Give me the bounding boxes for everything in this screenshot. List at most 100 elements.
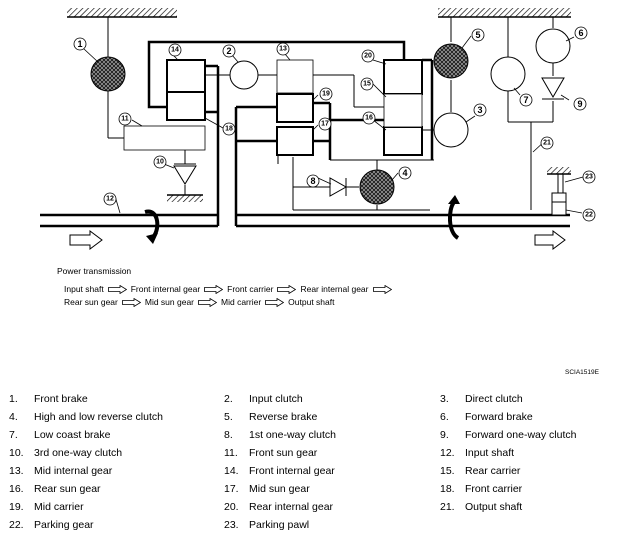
first-one-way-clutch: [329, 177, 348, 197]
callout-9: [573, 97, 587, 111]
pt-step-mid-sun-gear: Mid sun gear: [144, 297, 195, 307]
legend-label: Front sun gear: [249, 447, 318, 459]
legend-label: Parking gear: [34, 519, 94, 531]
flow-arrow-output: [534, 230, 566, 250]
arrow-right-icon: [198, 297, 218, 307]
callout-circles: [73, 26, 596, 222]
front-sun-gear: [123, 125, 206, 151]
callout-8-num: 8: [310, 176, 315, 186]
pt-step-output-shaft: Output shaft: [288, 297, 335, 307]
callout-13-num: 13: [279, 46, 287, 53]
mid-sun-gear: [276, 126, 314, 156]
callout-17: [318, 117, 332, 131]
callout-15: [360, 77, 374, 91]
callout-23: [582, 170, 596, 184]
callout-17-num: 17: [321, 121, 329, 128]
callout-19: [319, 87, 333, 101]
callout-14: [168, 43, 182, 57]
callout-3-num: 3: [477, 105, 482, 115]
legend-label: Parking pawl: [249, 519, 310, 531]
reverse-brake: [433, 43, 469, 79]
callout-7-num: 7: [523, 95, 528, 105]
callout-7: [519, 93, 533, 107]
forward-one-way-clutch: [541, 77, 565, 100]
legend-label: Front carrier: [465, 483, 523, 495]
input-shaft: [40, 213, 218, 228]
legend-label: Reverse brake: [249, 411, 318, 423]
legend-number: 23.: [224, 519, 239, 531]
power-transmission-title: Power transmission: [57, 266, 132, 276]
legend-label: Rear carrier: [465, 465, 521, 477]
legend-number: 17.: [224, 483, 239, 495]
legend-label: Input clutch: [249, 393, 303, 405]
callout-20: [361, 49, 375, 63]
rear-internal-gear: [383, 59, 423, 95]
callout-5: [471, 28, 485, 42]
legend-label: 1st one-way clutch: [249, 429, 336, 441]
legend-label: Mid internal gear: [34, 465, 113, 477]
legend-number: 16.: [9, 483, 24, 495]
callout-22-num: 22: [585, 212, 593, 219]
callout-13: [276, 42, 290, 56]
callout-20-num: 20: [364, 53, 372, 60]
callout-8: [306, 174, 320, 188]
callout-6-num: 6: [578, 28, 583, 38]
callout-1-num: 1: [77, 39, 82, 49]
legend-label: Mid sun gear: [249, 483, 310, 495]
legend-number: 10.: [9, 447, 24, 459]
power-transmission-line-1: Input shaft Front internal gear Front ca…: [64, 284, 396, 294]
callout-11: [118, 112, 132, 126]
callout-10-num: 10: [156, 159, 164, 166]
legend-label: Mid carrier: [34, 501, 84, 513]
callout-4: [398, 166, 412, 180]
front-internal-gear: [166, 59, 206, 93]
ground-parking: [547, 167, 571, 175]
pt-step-input-shaft: Input shaft: [64, 284, 104, 294]
ground-top-right: [438, 8, 571, 18]
figure-code: SCIA1519E: [565, 369, 599, 376]
legend-number: 14.: [224, 465, 239, 477]
legend-label: Low coast brake: [34, 429, 111, 441]
legend-number: 9.: [440, 429, 449, 441]
ground-top-left: [67, 8, 177, 18]
rotation-arrow-input: [144, 209, 160, 244]
arrow-right-icon: [204, 284, 224, 294]
callout-23-num: 23: [585, 174, 593, 181]
callout-21: [540, 136, 554, 150]
ground-bottom-left: [167, 194, 203, 202]
legend-label: Forward one-way clutch: [465, 429, 577, 441]
pt-step-front-internal-gear: Front internal gear: [130, 284, 201, 294]
parking-gear: [551, 192, 567, 216]
legend-number: 18.: [440, 483, 455, 495]
callout-21-num: 21: [543, 140, 551, 147]
callout-14-num: 14: [171, 47, 179, 54]
arrow-right-icon: [121, 297, 142, 307]
rear-carrier: [383, 93, 423, 128]
legend-number: 12.: [440, 447, 455, 459]
callout-3: [473, 103, 487, 117]
legend-label: Rear internal gear: [249, 501, 334, 513]
front-brake: [90, 56, 126, 92]
callout-2: [222, 44, 236, 58]
arrow-right-icon: [372, 284, 392, 294]
thin-links: [107, 17, 564, 211]
callout-12-num: 12: [106, 196, 114, 203]
legend-label: Front brake: [34, 393, 88, 405]
legend-number: 1.: [9, 393, 18, 405]
flow-arrow-input: [69, 230, 103, 250]
legend-number: 15.: [440, 465, 455, 477]
legend-number: 20.: [224, 501, 239, 513]
high-low-reverse-clutch: [359, 169, 395, 205]
forward-brake: [535, 28, 571, 64]
callout-10: [153, 155, 167, 169]
legend-number: 6.: [440, 411, 449, 423]
callout-11-num: 11: [121, 116, 129, 123]
legend-label: Front internal gear: [249, 465, 335, 477]
front-carrier: [166, 91, 206, 121]
output-shaft: [236, 213, 570, 228]
callout-18: [222, 122, 236, 136]
legend-number: 5.: [224, 411, 233, 423]
rotation-arrow-output: [447, 195, 460, 240]
legend-number: 13.: [9, 465, 24, 477]
legend-number: 2.: [224, 393, 233, 405]
